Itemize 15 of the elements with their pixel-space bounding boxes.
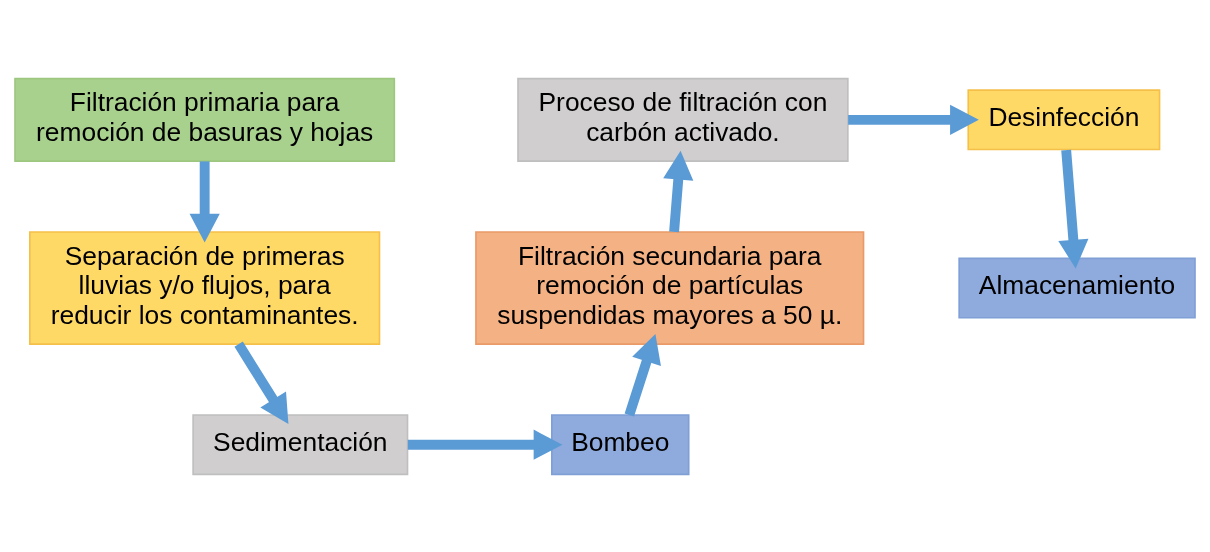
node-box: Sedimentación xyxy=(192,413,409,475)
node-box: Desinfección xyxy=(967,88,1161,150)
arrow xyxy=(848,104,979,135)
node-box: Separación de primeras lluvias y/o flujos, para reducir los contaminantes. xyxy=(29,230,381,345)
arrow xyxy=(663,150,694,232)
arrow xyxy=(1058,149,1089,269)
node-box: Filtración secundaria para remoción de partículas suspendidas mayores a 50 µ. xyxy=(475,230,865,345)
node-box: Filtración primaria para remoción de basuras y hojas xyxy=(14,77,396,162)
node-box: Bombeo xyxy=(551,413,690,475)
arrow xyxy=(624,333,661,416)
arrow xyxy=(189,160,220,243)
node-box: Proceso de filtración con carbón activado. xyxy=(517,77,849,162)
arrow xyxy=(407,429,563,460)
arrow xyxy=(234,341,289,424)
node-box: Almacenamiento xyxy=(958,257,1196,319)
